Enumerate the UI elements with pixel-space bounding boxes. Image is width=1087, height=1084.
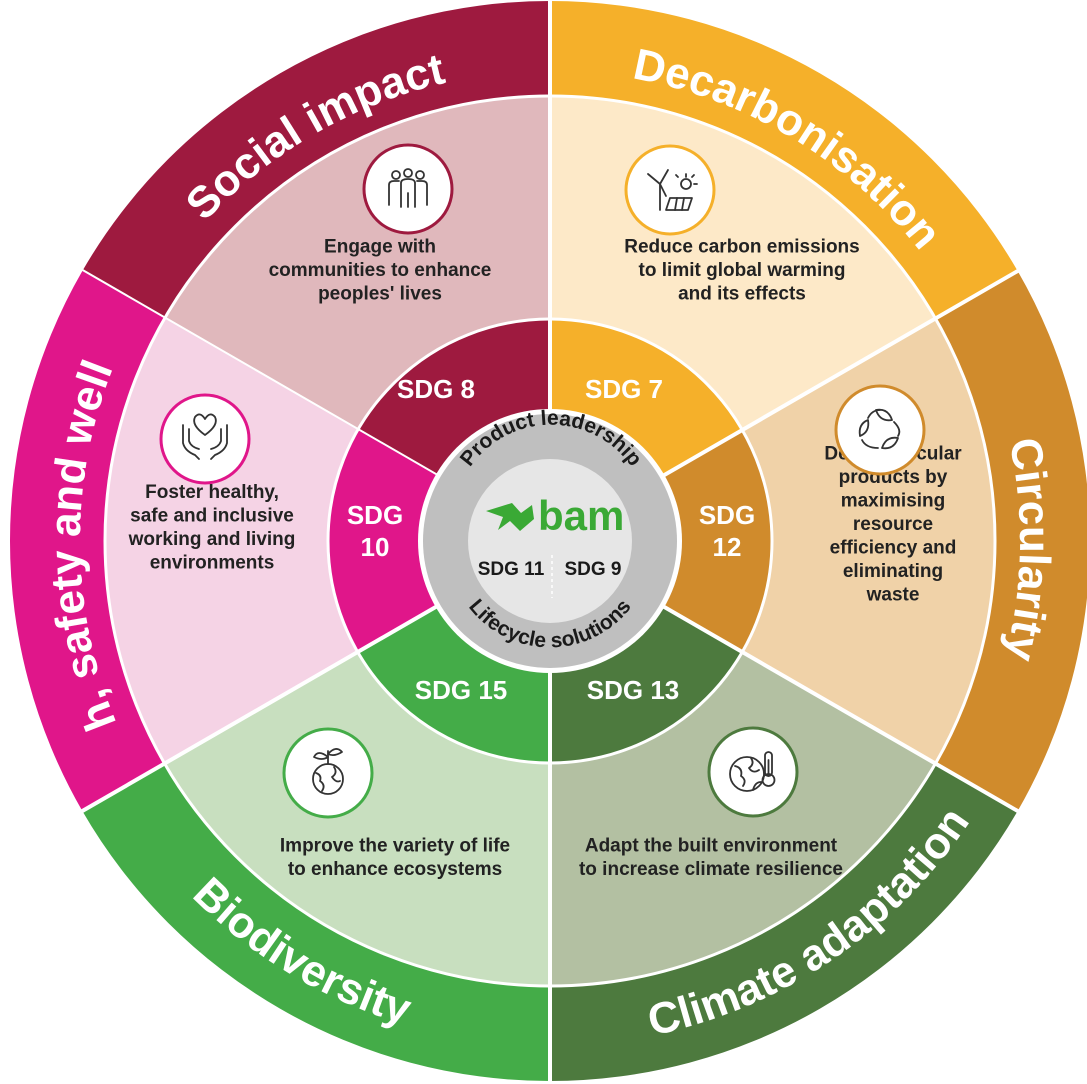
icons-layer — [159, 143, 926, 819]
segment-middle-panel — [164, 96, 550, 430]
bam-logo: bam — [486, 492, 624, 539]
segment-outer-band — [935, 271, 1087, 811]
recycle-leaves-icon — [834, 384, 926, 476]
segment-outer-band — [82, 763, 550, 1081]
hub-sdg-right: SDG 9 — [564, 559, 621, 580]
band-divider — [103, 94, 997, 988]
heart-hands-icon — [159, 393, 251, 485]
segment-middle-panel — [164, 652, 550, 986]
segment-middle-panel — [742, 318, 995, 764]
hub-core — [468, 459, 632, 623]
hub-sdg-left: SDG 11 — [478, 559, 545, 580]
segment-sdg-label: SDG 15 — [415, 675, 508, 705]
segment-sdg-label: SDG 13 — [587, 675, 680, 705]
bam-logo-mark — [486, 503, 534, 531]
segment-outer-band — [550, 1, 1018, 319]
segment-sdg-label: SDG 7 — [585, 374, 663, 404]
segment-sdg-label: SDG 8 — [397, 374, 475, 404]
hub: Product leadership Lifecycle solutions b… — [418, 407, 682, 673]
segment-middle-panel — [550, 652, 936, 986]
segment-outer-band — [82, 1, 550, 319]
globe-sprout-icon — [282, 727, 374, 819]
segment-outer-band — [550, 763, 1018, 1081]
people-group-icon — [362, 143, 454, 235]
bam-wordmark: bam — [538, 492, 624, 539]
globe-thermometer-icon — [707, 726, 799, 818]
inner-divider — [326, 317, 774, 765]
wind-solar-icon — [624, 144, 716, 236]
